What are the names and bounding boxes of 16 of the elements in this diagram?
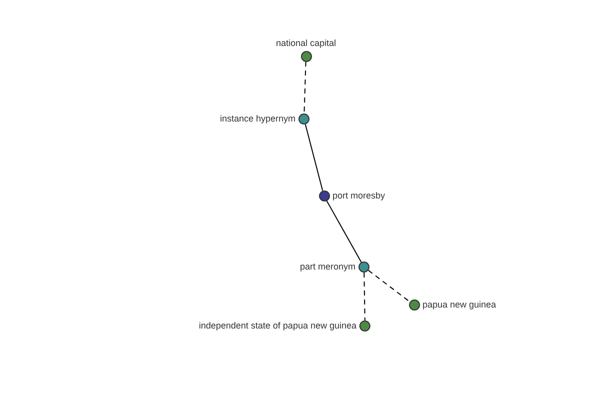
- connector-line: [304, 124, 324, 192]
- node-label: papua new guinea: [422, 300, 496, 310]
- node-label: instance hypernym: [220, 114, 296, 124]
- connector-line: [364, 272, 366, 321]
- graph-node: [408, 300, 496, 310]
- graph-node: [276, 38, 336, 62]
- connector-line: [304, 61, 306, 114]
- node-label: port moresby: [332, 190, 386, 202]
- node-label: part meronym: [300, 262, 356, 272]
- graph-node: [220, 114, 310, 124]
- node-label: independent state of papua new guinea: [198, 320, 356, 332]
- connector-line: [326, 200, 362, 263]
- graph-node: [300, 262, 370, 272]
- graph-node: [318, 190, 386, 202]
- connector-line: [368, 270, 410, 302]
- node-label: national capital: [276, 38, 336, 48]
